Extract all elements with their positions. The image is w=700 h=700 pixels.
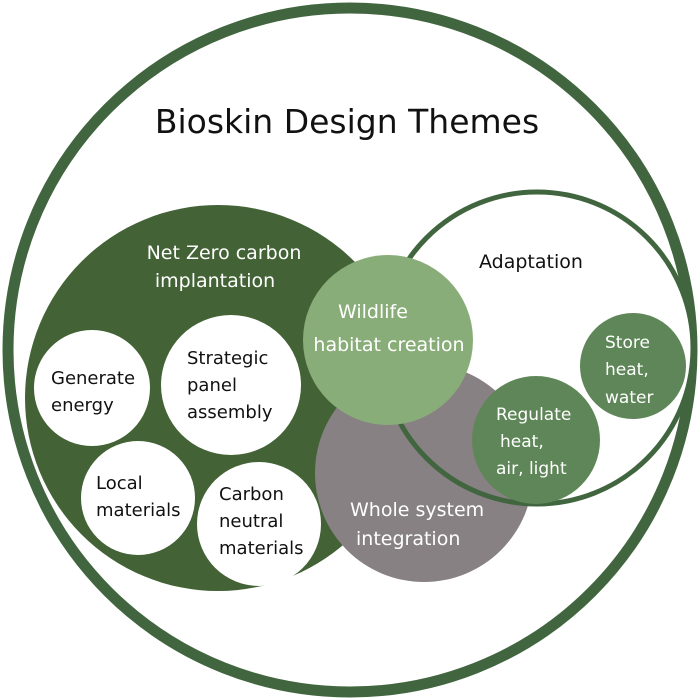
label-line: heat, <box>605 360 649 380</box>
label-line: assembly <box>187 402 273 423</box>
subtheme-carbon-neutral-materials: Carbon neutral materials <box>197 462 321 586</box>
label-line: Local <box>96 473 143 494</box>
label-line: Regulate <box>496 405 571 425</box>
subtheme-label: Local materials <box>96 473 181 521</box>
label-line: Adaptation <box>479 251 583 273</box>
label-line: heat, <box>500 432 544 452</box>
subtheme-regulate-heat-air-light: Regulate heat, air, light <box>472 376 600 504</box>
net-zero-label: Net Zero carbon implantation <box>147 242 308 292</box>
subtheme-label: Strategic panel assembly <box>187 348 274 423</box>
label-line: neutral <box>219 511 283 532</box>
net-zero-label-line: implantation <box>155 270 275 292</box>
label-line: Carbon <box>219 484 284 505</box>
label-line: materials <box>96 500 181 521</box>
label-line: integration <box>356 528 460 550</box>
subtheme-generate-energy: Generate energy <box>34 330 150 446</box>
subtheme-local-materials: Local materials <box>81 441 195 555</box>
subtheme-circle <box>161 315 301 455</box>
wildlife-label: Wildlife habitat creation <box>313 301 464 356</box>
adaptation-label: Adaptation <box>479 251 583 273</box>
subtheme-circle <box>81 441 195 555</box>
label-line: Whole system <box>350 499 484 521</box>
net-zero-label-line: Net Zero carbon <box>147 242 302 264</box>
subtheme-circle <box>472 376 600 504</box>
diagram-title: Bioskin Design Themes <box>155 102 539 141</box>
label-line: Store <box>605 333 650 353</box>
whole-system-label: Whole system integration <box>350 499 490 550</box>
subtheme-label: Store heat, water <box>605 333 655 408</box>
subtheme-circle <box>34 330 150 446</box>
label-line: energy <box>51 395 114 416</box>
subtheme-circle <box>580 313 686 419</box>
label-line: habitat creation <box>313 334 464 356</box>
label-line: panel <box>187 375 237 396</box>
subtheme-label: Generate energy <box>51 368 141 416</box>
subtheme-strategic-panel-assembly: Strategic panel assembly <box>161 315 301 455</box>
label-line: water <box>605 388 653 408</box>
label-line: Wildlife <box>338 301 408 323</box>
subtheme-circle <box>197 462 321 586</box>
wildlife-circle <box>303 255 473 425</box>
label-line: Strategic <box>187 348 268 369</box>
label-line: air, light <box>496 459 567 479</box>
subtheme-store-heat-water: Store heat, water <box>580 313 686 419</box>
subtheme-label: Carbon neutral materials <box>219 484 304 559</box>
subtheme-label: Regulate heat, air, light <box>496 405 577 479</box>
label-line: materials <box>219 538 304 559</box>
label-line: Generate <box>51 368 135 389</box>
